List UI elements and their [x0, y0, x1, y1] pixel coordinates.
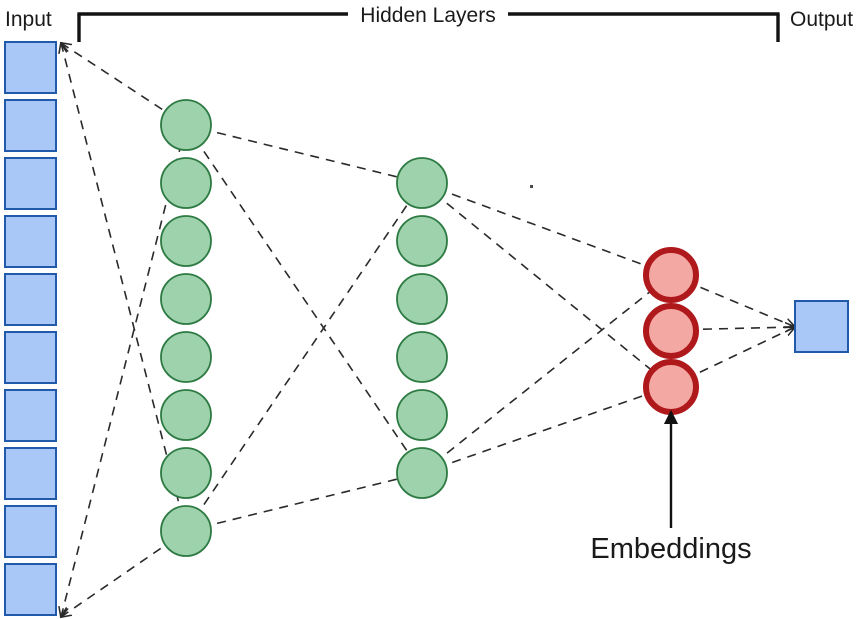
hidden-layer-2-node-4 — [396, 331, 448, 383]
embedding-layer-node-2 — [643, 303, 699, 359]
edge-h2-bottom-to-emb-top — [422, 275, 671, 473]
label-output: Output — [790, 8, 853, 31]
input-layer-node-10 — [4, 563, 57, 616]
connection-edges — [61, 43, 795, 617]
edge-h1-bottom-to-h2-top — [186, 183, 422, 531]
input-layer-node-9 — [4, 505, 57, 558]
label-input: Input — [5, 8, 52, 31]
edge-h1-top-to-h2-bottom — [186, 125, 422, 473]
edge-h1-bottom-to-h2-bottom — [186, 473, 422, 531]
hidden-layer-1-node-5 — [160, 331, 212, 383]
label-embeddings: Embeddings — [590, 533, 751, 565]
hidden-layer-2-node-5 — [396, 389, 448, 441]
stray-mark-artifact — [530, 185, 533, 188]
edge-h2-top-to-emb-top — [422, 183, 671, 275]
hidden-layer-2-node-2 — [396, 215, 448, 267]
input-layer-node-6 — [4, 331, 57, 384]
hidden-layer-1-node-3 — [160, 215, 212, 267]
input-layer-node-3 — [4, 157, 57, 210]
embedding-layer-node-1 — [643, 247, 699, 303]
input-layer-node-5 — [4, 273, 57, 326]
embeddings-callout — [530, 185, 679, 528]
input-layer-node-4 — [4, 215, 57, 268]
label-hidden-layers: Hidden Layers — [360, 4, 495, 27]
embedding-layer-node-3 — [643, 359, 699, 415]
hidden-layer-1-node-2 — [160, 157, 212, 209]
hidden-layer-1-node-8 — [160, 505, 212, 557]
hidden-layer-1-node-4 — [160, 273, 212, 325]
input-layer-node-2 — [4, 99, 57, 152]
hidden-layer-1-node-7 — [160, 447, 212, 499]
edge-h2-top-to-emb-bottom — [422, 183, 671, 386]
hidden-layer-1-node-1 — [160, 99, 212, 151]
network-nodes — [4, 41, 849, 616]
output-layer-node-1 — [794, 300, 849, 353]
input-layer-node-1 — [4, 41, 57, 94]
hidden-layer-1-node-6 — [160, 389, 212, 441]
hidden-layer-2-node-1 — [396, 157, 448, 209]
edge-h1-top-to-h2-top — [186, 125, 422, 183]
hidden-layers-bracket — [77, 12, 780, 42]
input-layer-node-7 — [4, 389, 57, 442]
hidden-layer-2-node-3 — [396, 273, 448, 325]
input-layer-node-8 — [4, 447, 57, 500]
edge-h2-bottom-to-emb-bottom — [422, 386, 671, 473]
hidden-layer-2-node-6 — [396, 447, 448, 499]
